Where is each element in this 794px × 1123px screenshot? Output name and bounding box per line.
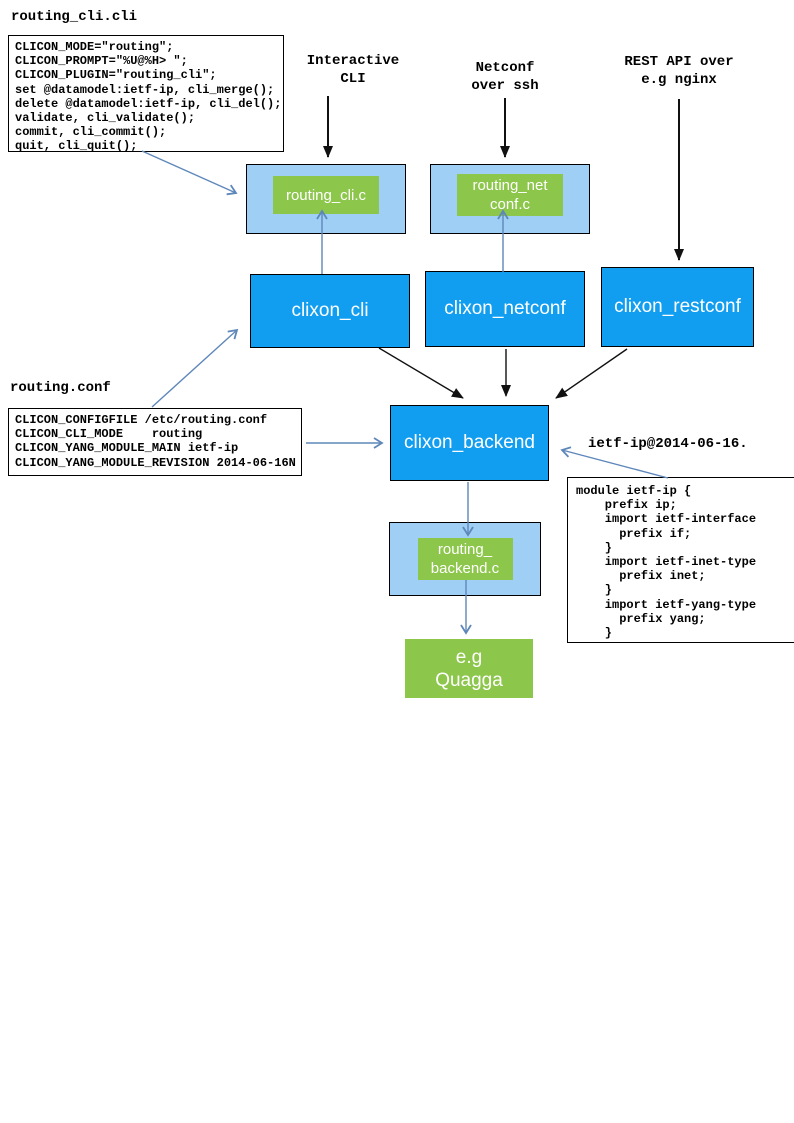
backend-plugin-panel: routing_ backend.c <box>389 522 541 596</box>
clixon-restconf-node: clixon_restconf <box>601 267 754 347</box>
arrow-yang-module-to-backend <box>560 446 669 479</box>
netconf-plugin-panel: routing_net conf.c <box>430 164 590 234</box>
arrow-cli-to-backend <box>378 347 464 399</box>
routing-netconf-c-plugin: routing_net conf.c <box>457 174 563 216</box>
yang-module-code-box: module ietf-ip { prefix ip; import ietf-… <box>567 477 794 643</box>
clixon-backend-node: clixon_backend <box>390 405 549 481</box>
arrow-routing-cli-file-to-plugin <box>141 150 238 196</box>
clixon-netconf-node: clixon_netconf <box>425 271 585 347</box>
interactive-cli-label: Interactive CLI <box>306 53 400 87</box>
routing-cli-file-title: routing_cli.cli <box>11 9 138 25</box>
routing-conf-file-title: routing.conf <box>10 380 111 396</box>
quagga-node: e.g Quagga <box>405 639 533 698</box>
yang-module-title: ietf-ip@2014-06-16. <box>588 436 748 452</box>
arrow-routing-conf-to-clixon-cli <box>151 328 239 408</box>
clixon-cli-node: clixon_cli <box>250 274 410 348</box>
routing-cli-code-box: CLICON_MODE="routing"; CLICON_PROMPT="%U… <box>8 35 284 152</box>
routing-cli-c-plugin: routing_cli.c <box>273 176 379 214</box>
cli-plugin-panel: routing_cli.c <box>246 164 406 234</box>
routing-conf-code-box: CLICON_CONFIGFILE /etc/routing.conf CLIC… <box>8 408 302 476</box>
netconf-over-ssh-label: Netconf over ssh <box>471 60 539 94</box>
routing-backend-c-plugin: routing_ backend.c <box>417 538 513 580</box>
arrow-restconf-to-backend <box>555 348 628 399</box>
rest-api-label: REST API over e.g nginx <box>624 54 734 88</box>
